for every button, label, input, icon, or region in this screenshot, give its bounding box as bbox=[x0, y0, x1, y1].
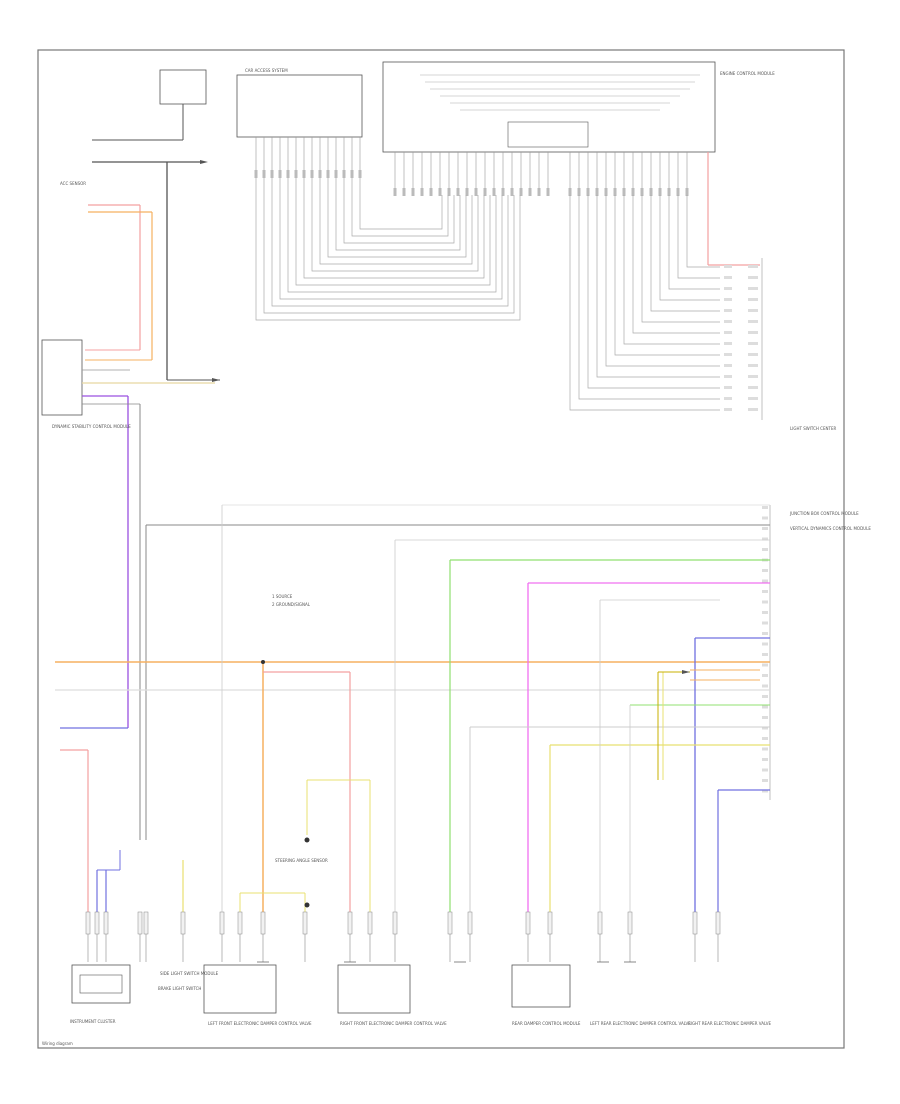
component-label-c13: REAR DAMPER CONTROL MODULE bbox=[512, 1021, 581, 1026]
c4-box bbox=[41, 339, 83, 416]
c12-box bbox=[337, 964, 411, 1014]
c5-box bbox=[236, 74, 363, 138]
component-label-c7: LIGHT SWITCH CENTER bbox=[790, 426, 836, 431]
component-label-c3: ACC SENSOR bbox=[60, 181, 86, 186]
component-label-c9: STEERING ANGLE SENSOR bbox=[275, 858, 328, 863]
c1-box bbox=[71, 964, 131, 1004]
component-label-c5: CAR ACCESS SYSTEM bbox=[245, 68, 288, 73]
component-label-c12: RIGHT FRONT ELECTRONIC DAMPER CONTROL VA… bbox=[340, 1021, 447, 1026]
component-label-c2: BRAKE LIGHT SWITCH bbox=[158, 986, 201, 991]
page-title: Wiring diagram bbox=[42, 1041, 73, 1046]
component-label-c1: INSTRUMENT CLUSTER bbox=[70, 1019, 116, 1024]
component-label-c4: DYNAMIC STABILITY CONTROL MODULE bbox=[52, 424, 131, 429]
legend-line-2: 2 GROUND/SIGNAL bbox=[272, 602, 311, 607]
c11-box bbox=[203, 964, 277, 1014]
c13-box bbox=[511, 964, 571, 1008]
component-label-c16: VERTICAL DYNAMICS CONTROL MODULE bbox=[790, 526, 871, 531]
component-label-c8: JUNCTION BOX CONTROL MODULE bbox=[789, 511, 859, 516]
diagram-frame bbox=[37, 49, 845, 1049]
component-label-c11: LEFT FRONT ELECTRONIC DAMPER CONTROL VAL… bbox=[208, 1021, 312, 1026]
c6-box bbox=[382, 61, 716, 153]
legend-line-1: 1 SOURCE bbox=[272, 594, 293, 599]
component-label-c15: RIGHT REAR ELECTRONIC DAMPER VALVE bbox=[688, 1021, 771, 1026]
component-label-c10: SIDE LIGHT SWITCH MODULE bbox=[160, 971, 219, 976]
component-label-c14: LEFT REAR ELECTRONIC DAMPER CONTROL VALV… bbox=[590, 1021, 691, 1026]
component-label-c6: ENGINE CONTROL MODULE bbox=[720, 71, 775, 76]
c6-inner-box bbox=[507, 121, 589, 148]
